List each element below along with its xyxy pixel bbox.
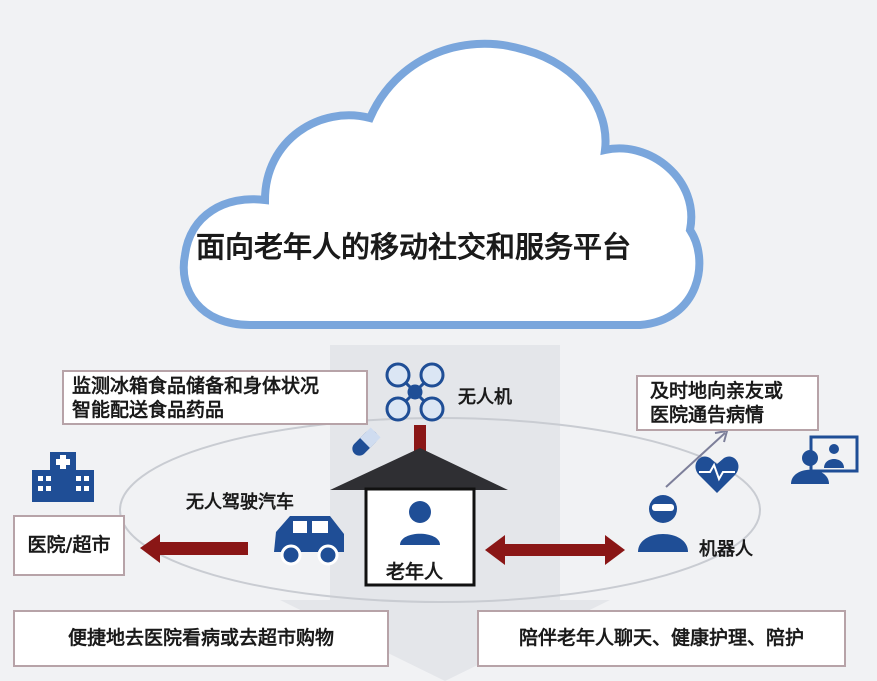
pill-icon — [352, 427, 381, 456]
car-label: 无人驾驶汽车 — [186, 492, 294, 513]
drone-icon — [385, 362, 445, 422]
elderly-label: 老年人 — [386, 561, 444, 583]
car-icon — [274, 516, 344, 566]
drone-note-box: 监测冰箱食品储备和身体状况 智能配送食品药品 — [62, 370, 368, 425]
house-roof — [330, 448, 508, 490]
drone-label: 无人机 — [458, 387, 512, 408]
robot-icon — [638, 495, 688, 552]
robot-label: 机器人 — [699, 539, 753, 560]
drone-note-line: 智能配送食品药品 — [72, 399, 225, 421]
cloud-shape — [179, 39, 704, 329]
destination-box: 医院/超市 — [13, 515, 125, 576]
video-call-icon — [791, 435, 859, 484]
car-to-destination-arrow — [140, 534, 248, 563]
robot-summary: 陪伴老年人聊天、健康护理、陪护 — [518, 627, 804, 649]
drone-note-line: 监测冰箱食品储备和身体状况 — [72, 375, 320, 397]
robot-note-line: 医院通告病情 — [650, 404, 765, 426]
car-summary: 便捷地去医院看病或去超市购物 — [67, 627, 334, 649]
robot-summary-box: 陪伴老年人聊天、健康护理、陪护 — [477, 610, 846, 667]
robot-interaction-arrow — [485, 535, 625, 565]
notify-arrow — [665, 429, 729, 488]
heart-rate-icon — [695, 456, 739, 493]
robot-note-box: 及时地向亲友或 医院通告病情 — [636, 375, 819, 431]
elderly-person-icon — [400, 501, 440, 545]
platform-title: 面向老年人的移动社交和服务平台 — [196, 230, 632, 264]
robot-note-line: 及时地向亲友或 — [650, 380, 784, 402]
car-summary-box: 便捷地去医院看病或去超市购物 — [13, 610, 389, 667]
destination-label: 医院/超市 — [27, 534, 111, 556]
hospital-icon — [32, 452, 94, 502]
